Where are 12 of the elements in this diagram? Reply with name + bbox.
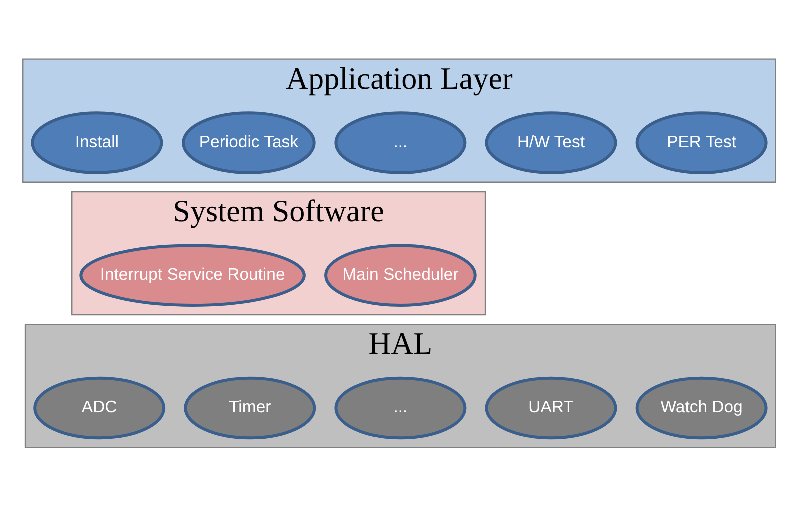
node-ellipse: Interrupt Service Routine <box>80 244 306 306</box>
node-ellipse: Main Scheduler <box>324 244 477 306</box>
node-ellipse: Watch Dog <box>636 376 768 440</box>
node-ellipse: ADC <box>34 376 166 440</box>
node-ellipse: PER Test <box>636 111 768 174</box>
node-ellipse: UART <box>485 376 618 440</box>
node-ellipse: Install <box>31 111 164 174</box>
node-ellipse: ... <box>334 111 467 174</box>
node-ellipse: ... <box>334 376 467 440</box>
node-ellipse: H/W Test <box>485 111 618 174</box>
node-ellipse: Periodic Task <box>182 111 316 174</box>
node-ellipse: Timer <box>184 376 316 440</box>
